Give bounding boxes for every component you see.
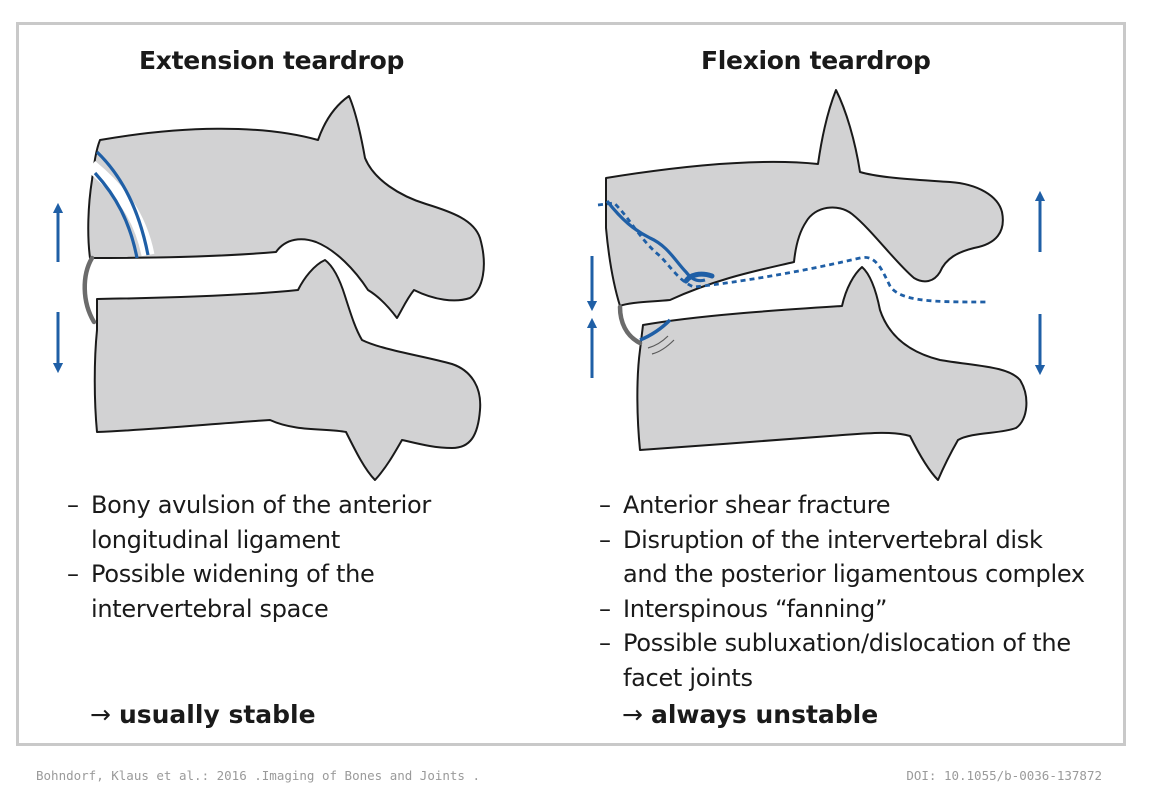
right-arrow-icon: → bbox=[90, 700, 111, 729]
flexion-teardrop-title: Flexion teardrop bbox=[701, 46, 931, 75]
flexion-verdict: →always unstable bbox=[622, 700, 878, 729]
flexion-verdict-text: always unstable bbox=[650, 700, 879, 729]
extension-panel bbox=[52, 95, 485, 481]
extension-verdict: →usually stable bbox=[90, 700, 316, 729]
disk-disruption-hatch bbox=[647, 335, 675, 355]
shear-fracture-line bbox=[605, 200, 706, 283]
flexion-findings-list: Anterior shear fractureDisruption of the… bbox=[599, 488, 1085, 695]
right-finding-item: Interspinous “fanning” bbox=[599, 592, 1085, 627]
right-finding-item: Possible subluxation/dislocation of thef… bbox=[599, 626, 1085, 695]
anterior-longitudinal-ligament bbox=[82, 255, 97, 325]
upper-vertebra bbox=[87, 95, 485, 319]
right-finding-item: Anterior shear fracture bbox=[599, 488, 1085, 523]
left-finding-item: Bony avulsion of the anteriorlongitudina… bbox=[67, 488, 431, 557]
fracture-line-outer bbox=[95, 150, 150, 256]
lower-vertebra bbox=[636, 266, 1028, 481]
disrupted-ligament bbox=[617, 304, 643, 346]
extension-verdict-text: usually stable bbox=[118, 700, 316, 729]
right-finding-item: Disruption of the intervertebral diskand… bbox=[599, 523, 1085, 592]
interspinous-dotted-line bbox=[597, 201, 987, 304]
shear-fragment-edge bbox=[683, 271, 715, 284]
lower-vertebra bbox=[93, 259, 482, 481]
flexion-panel bbox=[586, 89, 1046, 481]
citation-text: Bohndorf, Klaus et al.: 2016 .Imaging of… bbox=[36, 768, 481, 783]
upper-vertebra bbox=[605, 89, 1004, 307]
extension-teardrop-title: Extension teardrop bbox=[139, 46, 405, 75]
doi-text: DOI: 10.1055/b-0036-137872 bbox=[906, 768, 1102, 783]
extension-findings-list: Bony avulsion of the anteriorlongitudina… bbox=[67, 488, 431, 626]
right-arrow-icon: → bbox=[622, 700, 643, 729]
fracture-line-inner bbox=[93, 171, 139, 259]
disk-disruption-mark bbox=[639, 318, 672, 342]
